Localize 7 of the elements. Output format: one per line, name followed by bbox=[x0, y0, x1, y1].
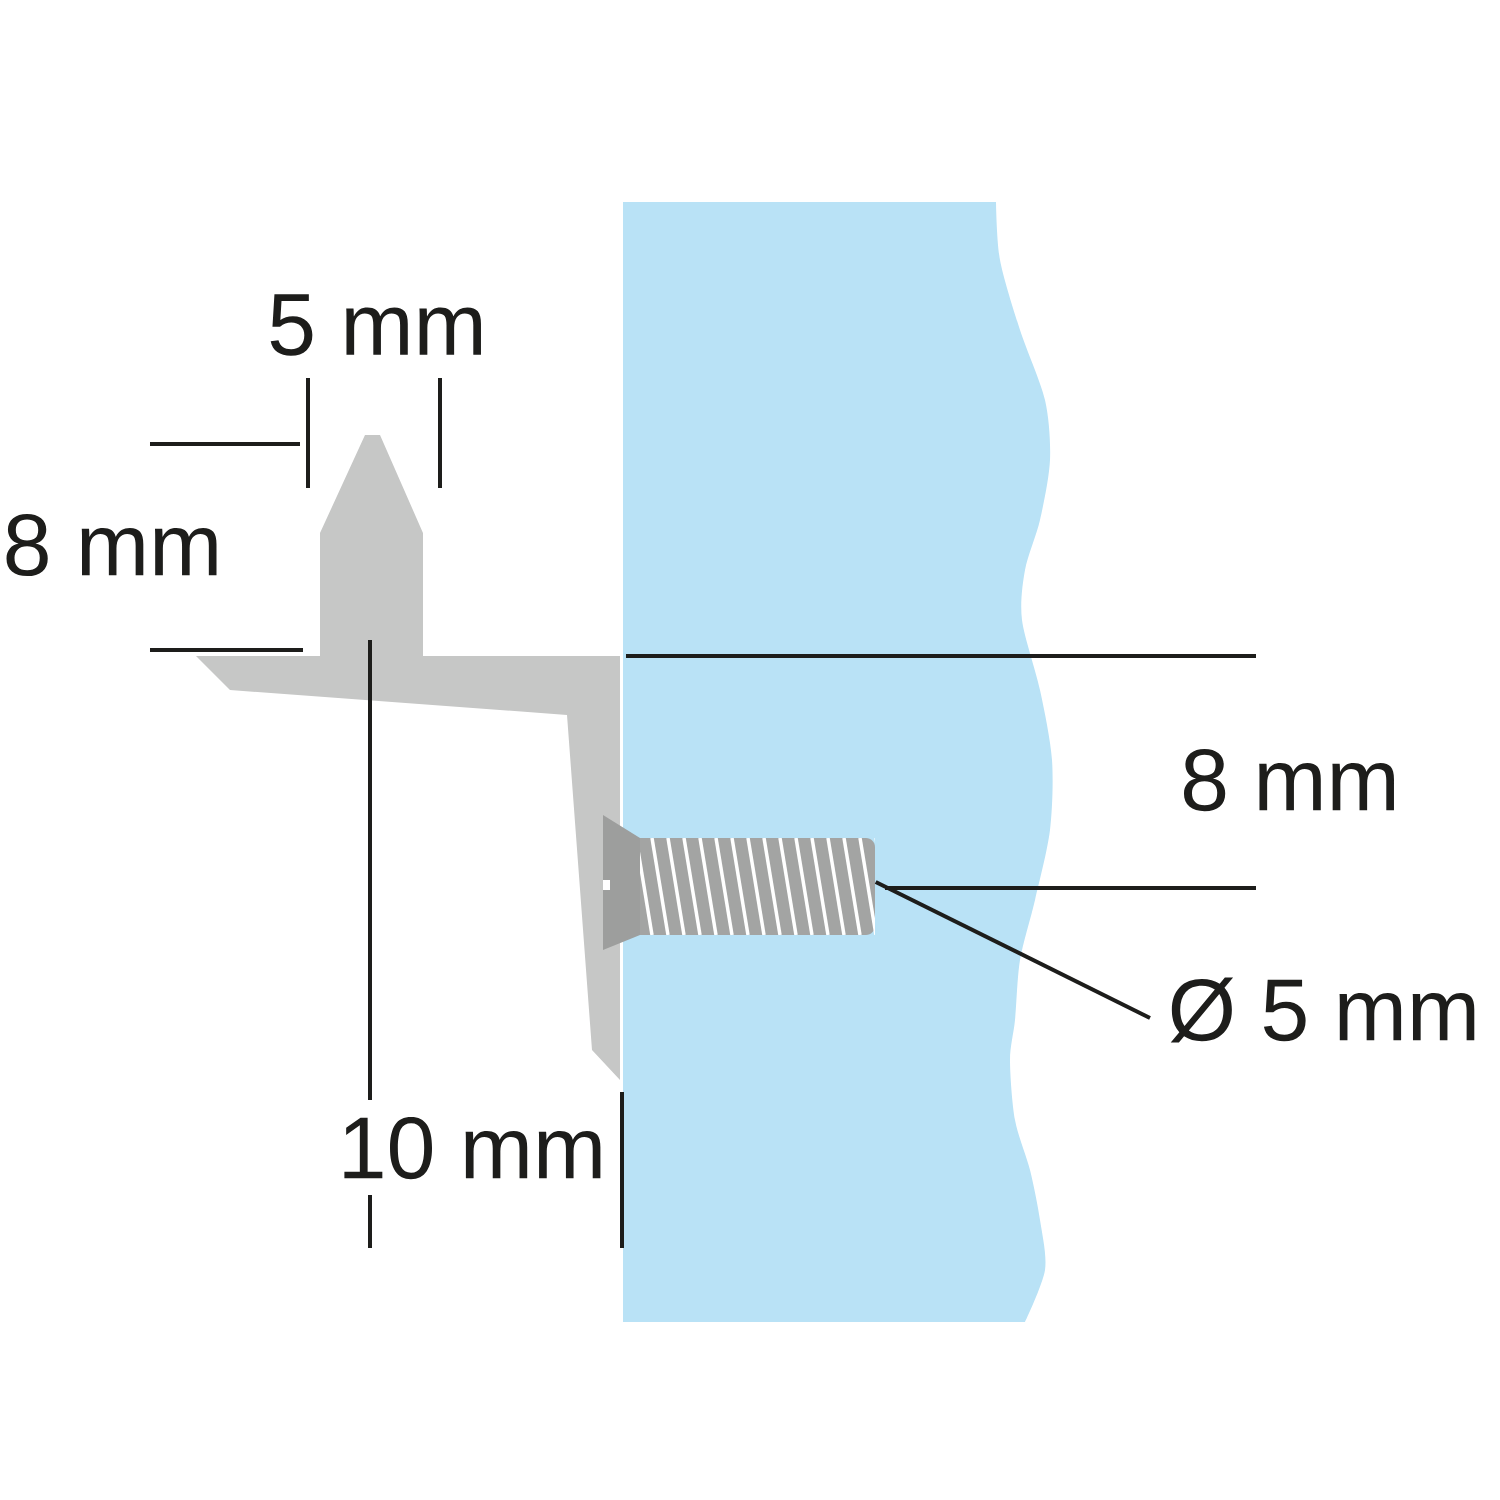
dimension-text: 8 mm bbox=[1184, 748, 1394, 812]
dimension-text: Ø 5 mm bbox=[1170, 977, 1475, 1043]
screw-drawing bbox=[603, 815, 875, 950]
dimension-text: 5 mm bbox=[270, 294, 481, 356]
leader-line bbox=[874, 880, 1151, 1020]
dimension-text: 8 mm bbox=[6, 513, 217, 577]
dimension-text: 10 mm bbox=[344, 1116, 601, 1180]
